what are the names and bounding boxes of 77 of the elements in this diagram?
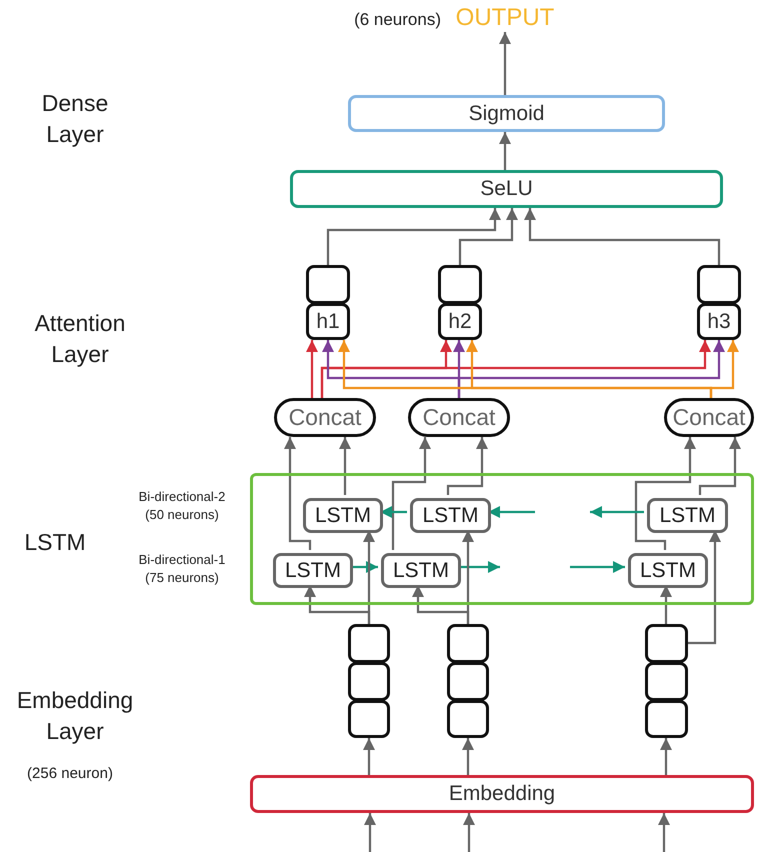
hidden-state-label: h2 xyxy=(448,310,472,334)
concat-label: Concat xyxy=(288,404,362,431)
arrow xyxy=(660,738,672,775)
layer-name: Attention Layer xyxy=(34,309,126,370)
lstm-layer-panel xyxy=(250,473,754,605)
arrow xyxy=(462,530,474,624)
vector-cell xyxy=(645,662,688,701)
vector-cell xyxy=(697,303,741,340)
lstm-label: LSTM xyxy=(392,558,449,582)
lstm-box xyxy=(647,498,728,533)
lstm-box xyxy=(273,553,353,588)
lstm-label: LSTM xyxy=(314,504,371,528)
arrow xyxy=(326,208,501,265)
lstm-box xyxy=(628,553,708,588)
vector-cell xyxy=(645,700,688,738)
arrow xyxy=(463,813,475,852)
arrow xyxy=(363,738,375,775)
lstm-box xyxy=(381,553,461,588)
arrow xyxy=(590,506,644,518)
arrow xyxy=(660,585,672,624)
arrow xyxy=(658,813,670,852)
hidden-state-label: h3 xyxy=(707,310,731,334)
output-label: OUTPUT xyxy=(456,4,554,32)
vector-cell xyxy=(447,662,489,701)
vector-cell xyxy=(348,700,390,738)
arrow xyxy=(499,32,511,95)
vector-cell xyxy=(447,624,489,663)
concat-node xyxy=(408,398,510,437)
lstm-label: LSTM xyxy=(640,558,696,582)
arrow xyxy=(284,437,312,550)
vector-cell xyxy=(438,265,482,304)
arrow xyxy=(458,208,518,265)
lstm-label: LSTM xyxy=(659,504,716,528)
layer-name: LSTM xyxy=(23,528,87,557)
concat-node xyxy=(664,398,754,437)
arrow xyxy=(339,437,351,495)
neuron-count-note: Bi-directional-2 (50 neurons) xyxy=(138,488,226,524)
arrow xyxy=(364,813,376,852)
arrow xyxy=(392,437,431,550)
arrow xyxy=(524,208,720,265)
arrow xyxy=(462,738,474,775)
vector-cell xyxy=(697,265,741,304)
layer-name: Embedding Layer xyxy=(16,686,134,746)
vector-cell xyxy=(438,303,482,340)
arrow xyxy=(499,132,511,170)
concat-node xyxy=(274,398,376,437)
arrow xyxy=(446,437,488,495)
vector-cell xyxy=(447,700,489,738)
sigmoid-box xyxy=(348,95,665,132)
lstm-label: LSTM xyxy=(422,504,478,528)
selu-box xyxy=(290,170,723,208)
concat-label: Concat xyxy=(672,404,746,431)
box-label: Embedding xyxy=(448,782,556,806)
lstm-label: LSTM xyxy=(284,558,341,582)
arrow xyxy=(634,437,696,550)
arrow xyxy=(688,530,721,644)
arrow xyxy=(698,437,741,495)
arrow xyxy=(306,340,318,398)
box-label: SeLU xyxy=(480,177,533,201)
arrow xyxy=(570,561,625,573)
hidden-state-label: h1 xyxy=(316,310,340,334)
neuron-count-note: (6 neurons) xyxy=(354,10,441,30)
vector-cell xyxy=(306,265,350,304)
vector-cell xyxy=(306,303,350,340)
arrow xyxy=(363,530,375,624)
neuron-count-note: (256 neuron) xyxy=(26,764,114,784)
neuron-count-note: Bi-directional-1 (75 neurons) xyxy=(138,551,226,586)
arrow xyxy=(710,340,739,398)
vector-cell xyxy=(645,624,688,663)
layer-name: Dense Layer xyxy=(40,89,110,150)
embedding-box xyxy=(250,775,754,813)
vector-cell xyxy=(348,662,390,701)
lstm-box xyxy=(303,498,383,533)
concat-label: Concat xyxy=(422,404,496,431)
lstm-box xyxy=(410,498,491,533)
box-label: Sigmoid xyxy=(468,102,544,126)
vector-cell xyxy=(348,624,390,663)
